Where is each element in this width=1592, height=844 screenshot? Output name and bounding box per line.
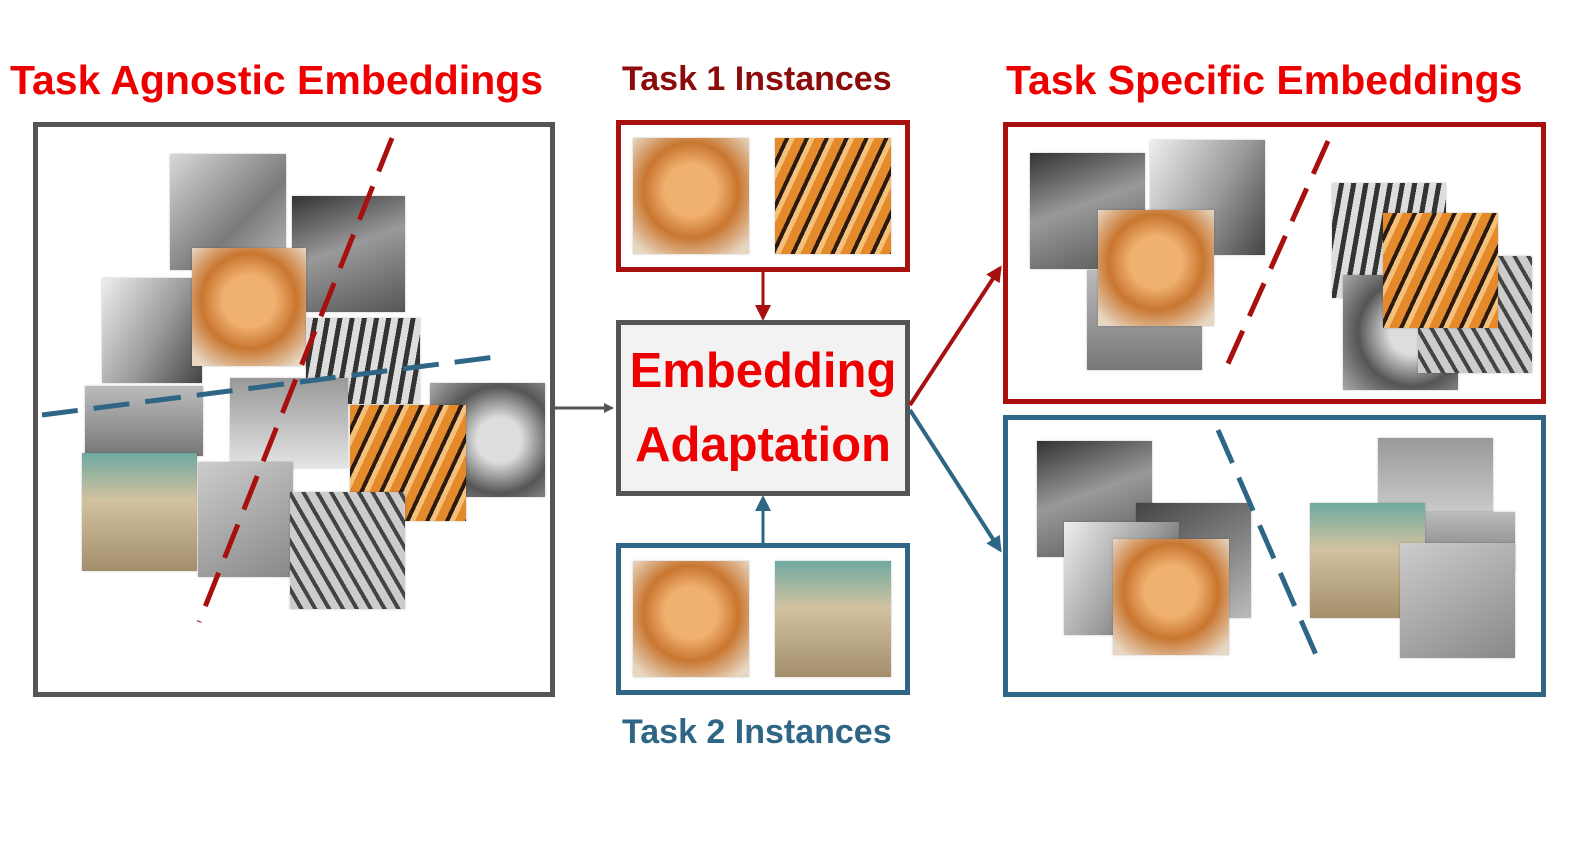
task2-boundary-dashed-line	[41, 354, 496, 418]
embedding-adaptation-line1: Embedding	[629, 344, 897, 398]
orange-cat-photo	[192, 248, 306, 366]
spec1-tiger-photo	[1383, 213, 1498, 328]
task1-orange-cat-photo	[633, 138, 749, 254]
task1-specific-embedding-box	[1003, 122, 1546, 404]
task2-dog-photo	[775, 561, 891, 677]
task1-instances-title: Task 1 Instances	[622, 60, 892, 98]
dog-photo	[82, 453, 197, 571]
task1-specific-boundary-dashed-line	[1219, 139, 1331, 379]
gray-fluffy-dog-photo	[198, 462, 293, 577]
adaptation-to-task1-specific-arrow	[908, 265, 1002, 407]
task2-instances-box	[616, 543, 910, 695]
task-specific-title: Task Specific Embeddings	[1006, 57, 1523, 103]
gray-dog-photo	[85, 386, 203, 456]
task2-specific-boundary-dashed-line	[1215, 429, 1323, 665]
gray-tiger-lying-photo	[290, 492, 405, 609]
task2-specific-embedding-box	[1003, 415, 1546, 697]
embedding-adaptation-box: Embedding Adaptation	[616, 320, 910, 496]
task1-instances-box	[616, 120, 910, 272]
gray-tabby-cat-closeup-photo	[292, 196, 405, 312]
spec2-gray-fluffy-dog-photo	[1400, 543, 1515, 658]
task-agnostic-embedding-box	[33, 122, 555, 697]
task1-boundary-dashed-line	[196, 137, 395, 623]
spec1-orange-cat-photo	[1098, 210, 1214, 326]
embedding-adaptation-line2: Adaptation	[635, 418, 891, 472]
task1-tiger-photo	[775, 138, 891, 254]
task2-instances-title: Task 2 Instances	[622, 713, 892, 751]
task-agnostic-title: Task Agnostic Embeddings	[10, 57, 544, 103]
adaptation-to-task2-specific-arrow	[908, 408, 1002, 553]
spec2-orange-cat-photo	[1113, 539, 1229, 655]
task2-orange-cat-photo	[633, 561, 749, 677]
gray-kitten-photo	[102, 278, 202, 383]
